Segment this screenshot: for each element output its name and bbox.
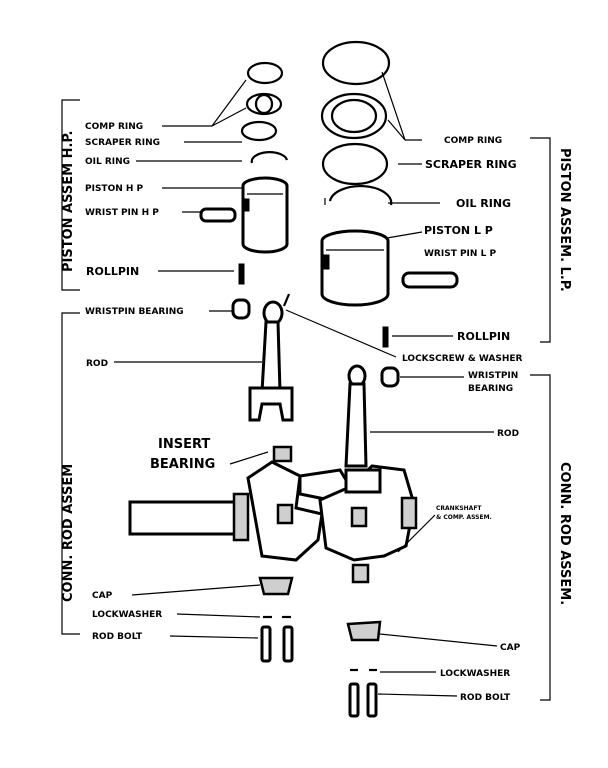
conn-rod-assem-right-title: CONN. ROD ASSEM. xyxy=(557,462,572,605)
crankshaft-label-line2: & COMP. ASSEM. xyxy=(436,514,492,521)
wristpin-bearing-left-label: WRISTPIN BEARING xyxy=(85,307,184,317)
lockwasher-left-label: LOCKWASHER xyxy=(92,610,162,620)
wrist-pin-lp-label: WRIST PIN L P xyxy=(424,249,496,259)
rod-bolt-right-part xyxy=(348,682,378,718)
oil-ring-lp-label: OIL RING xyxy=(456,197,511,210)
rod-right-label: ROD xyxy=(497,429,519,439)
insert-bearing-part xyxy=(272,445,293,463)
rod-right-part xyxy=(344,364,368,468)
scraper-ring-hp-part xyxy=(240,120,278,142)
wristpin-bearing-right-label-line1: WRISTPIN xyxy=(468,371,518,381)
wrist-pin-hp-label: WRIST PIN H P xyxy=(85,208,159,218)
lockwasher-right-label: LOCKWASHER xyxy=(440,669,510,679)
rollpin-hp-label: ROLLPIN xyxy=(86,265,139,278)
bracket-piston-assem-lp xyxy=(530,137,551,343)
scraper-ring-lp-part xyxy=(321,142,389,186)
leader-lines xyxy=(114,71,498,697)
comp-ring-hp-label: COMP RING xyxy=(85,122,143,132)
cap-left-part xyxy=(258,576,294,596)
scraper-ring-hp-label: SCRAPER RING xyxy=(85,138,160,148)
comp-ring-lp-label: COMP RING xyxy=(444,136,502,146)
piston-lp-label: PISTON L P xyxy=(424,224,493,237)
piston-assem-hp-title: PISTON ASSEM H.P. xyxy=(61,131,76,273)
cap-right-label: CAP xyxy=(500,643,521,653)
wristpin-bearing-right-part xyxy=(380,366,400,388)
bracket-conn-rod-right xyxy=(530,374,551,701)
rod-bolt-left-part xyxy=(260,625,294,663)
lockscrew-washer-part xyxy=(282,293,291,307)
piston-lp-part xyxy=(320,229,390,307)
scraper-ring-lp-label: SCRAPER RING xyxy=(425,158,517,171)
crankshaft-label-line1: CRANKSHAFT xyxy=(436,505,482,512)
cap-left-label: CAP xyxy=(92,591,113,601)
bracket-piston-assem-hp xyxy=(61,99,80,291)
insert-bearing-label-line1: INSERT xyxy=(158,437,210,452)
cap-right-part xyxy=(346,620,382,642)
rod-left-label: ROD xyxy=(86,359,108,369)
oil-ring-hp-label: OIL RING xyxy=(85,157,130,167)
rollpin-lp-label: ROLLPIN xyxy=(457,330,510,343)
crankshaft-part xyxy=(128,460,418,584)
piston-hp-label: PISTON H P xyxy=(85,184,144,194)
piston-assem-lp-title: PISTON ASSEM. L.P. xyxy=(557,148,572,292)
rod-bolt-left-label: ROD BOLT xyxy=(92,632,143,642)
conn-rod-assem-left-title: CONN. ROD ASSEM xyxy=(61,464,76,602)
rollpin-hp-part xyxy=(238,263,245,285)
wrist-pin-hp-part xyxy=(199,207,237,223)
oil-ring-lp-part xyxy=(324,184,393,206)
rollpin-lp-part xyxy=(382,326,389,348)
comp-ring-hp-part xyxy=(245,61,284,116)
bracket-conn-rod-left xyxy=(61,312,80,635)
rod-left-part xyxy=(248,300,294,422)
insert-bearing-label-line2: BEARING xyxy=(150,457,215,472)
wrist-pin-lp-part xyxy=(401,271,459,289)
wristpin-bearing-left-part xyxy=(231,298,251,320)
rod-bolt-right-label: ROD BOLT xyxy=(460,693,511,703)
lockscrew-washer-label: LOCKSCREW & WASHER xyxy=(402,354,523,364)
wristpin-bearing-right-label-line2: BEARING xyxy=(468,384,513,394)
piston-hp-part xyxy=(241,176,289,254)
oil-ring-hp-part xyxy=(250,151,289,164)
comp-ring-lp-part xyxy=(320,40,391,140)
